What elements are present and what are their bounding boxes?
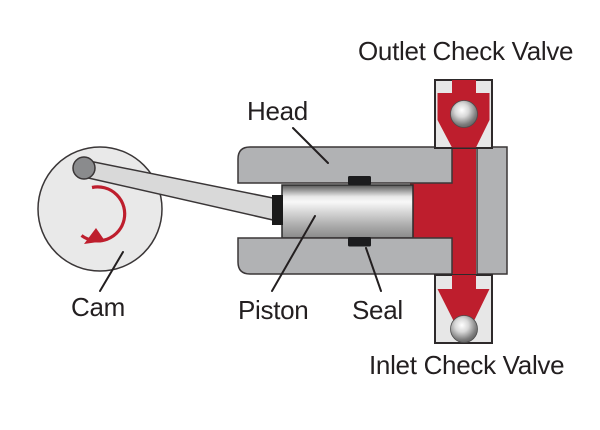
label-inlet-check-valve: Inlet Check Valve xyxy=(369,350,565,380)
seal-top xyxy=(348,176,371,185)
inlet-valve-fluid xyxy=(437,275,490,342)
head-leader-line xyxy=(292,127,329,164)
outlet-valve-ball xyxy=(450,100,478,128)
piston-body xyxy=(281,184,414,239)
cam-rotation-arrowhead-icon xyxy=(84,228,105,244)
fluid-channel xyxy=(452,146,476,276)
cam-leader-line xyxy=(99,251,124,292)
leader-lines xyxy=(99,127,382,292)
label-piston: Piston xyxy=(238,295,309,325)
label-outlet-check-valve: Outlet Check Valve xyxy=(358,36,574,66)
head-bottom-block xyxy=(237,237,453,275)
label-cam: Cam xyxy=(71,292,125,322)
piston-leader-line xyxy=(271,215,316,292)
head-right-block xyxy=(476,146,508,275)
head-top-block xyxy=(237,146,453,184)
seal-bottom xyxy=(348,237,371,247)
rod-pivot-pin xyxy=(72,156,96,180)
inlet-valve-ball xyxy=(450,315,478,343)
label-head: Head xyxy=(247,96,308,126)
pump-chamber-fluid xyxy=(410,183,452,238)
label-seal: Seal xyxy=(352,295,403,325)
piston-rod-cap xyxy=(272,195,283,225)
seal-leader-line xyxy=(365,247,382,292)
